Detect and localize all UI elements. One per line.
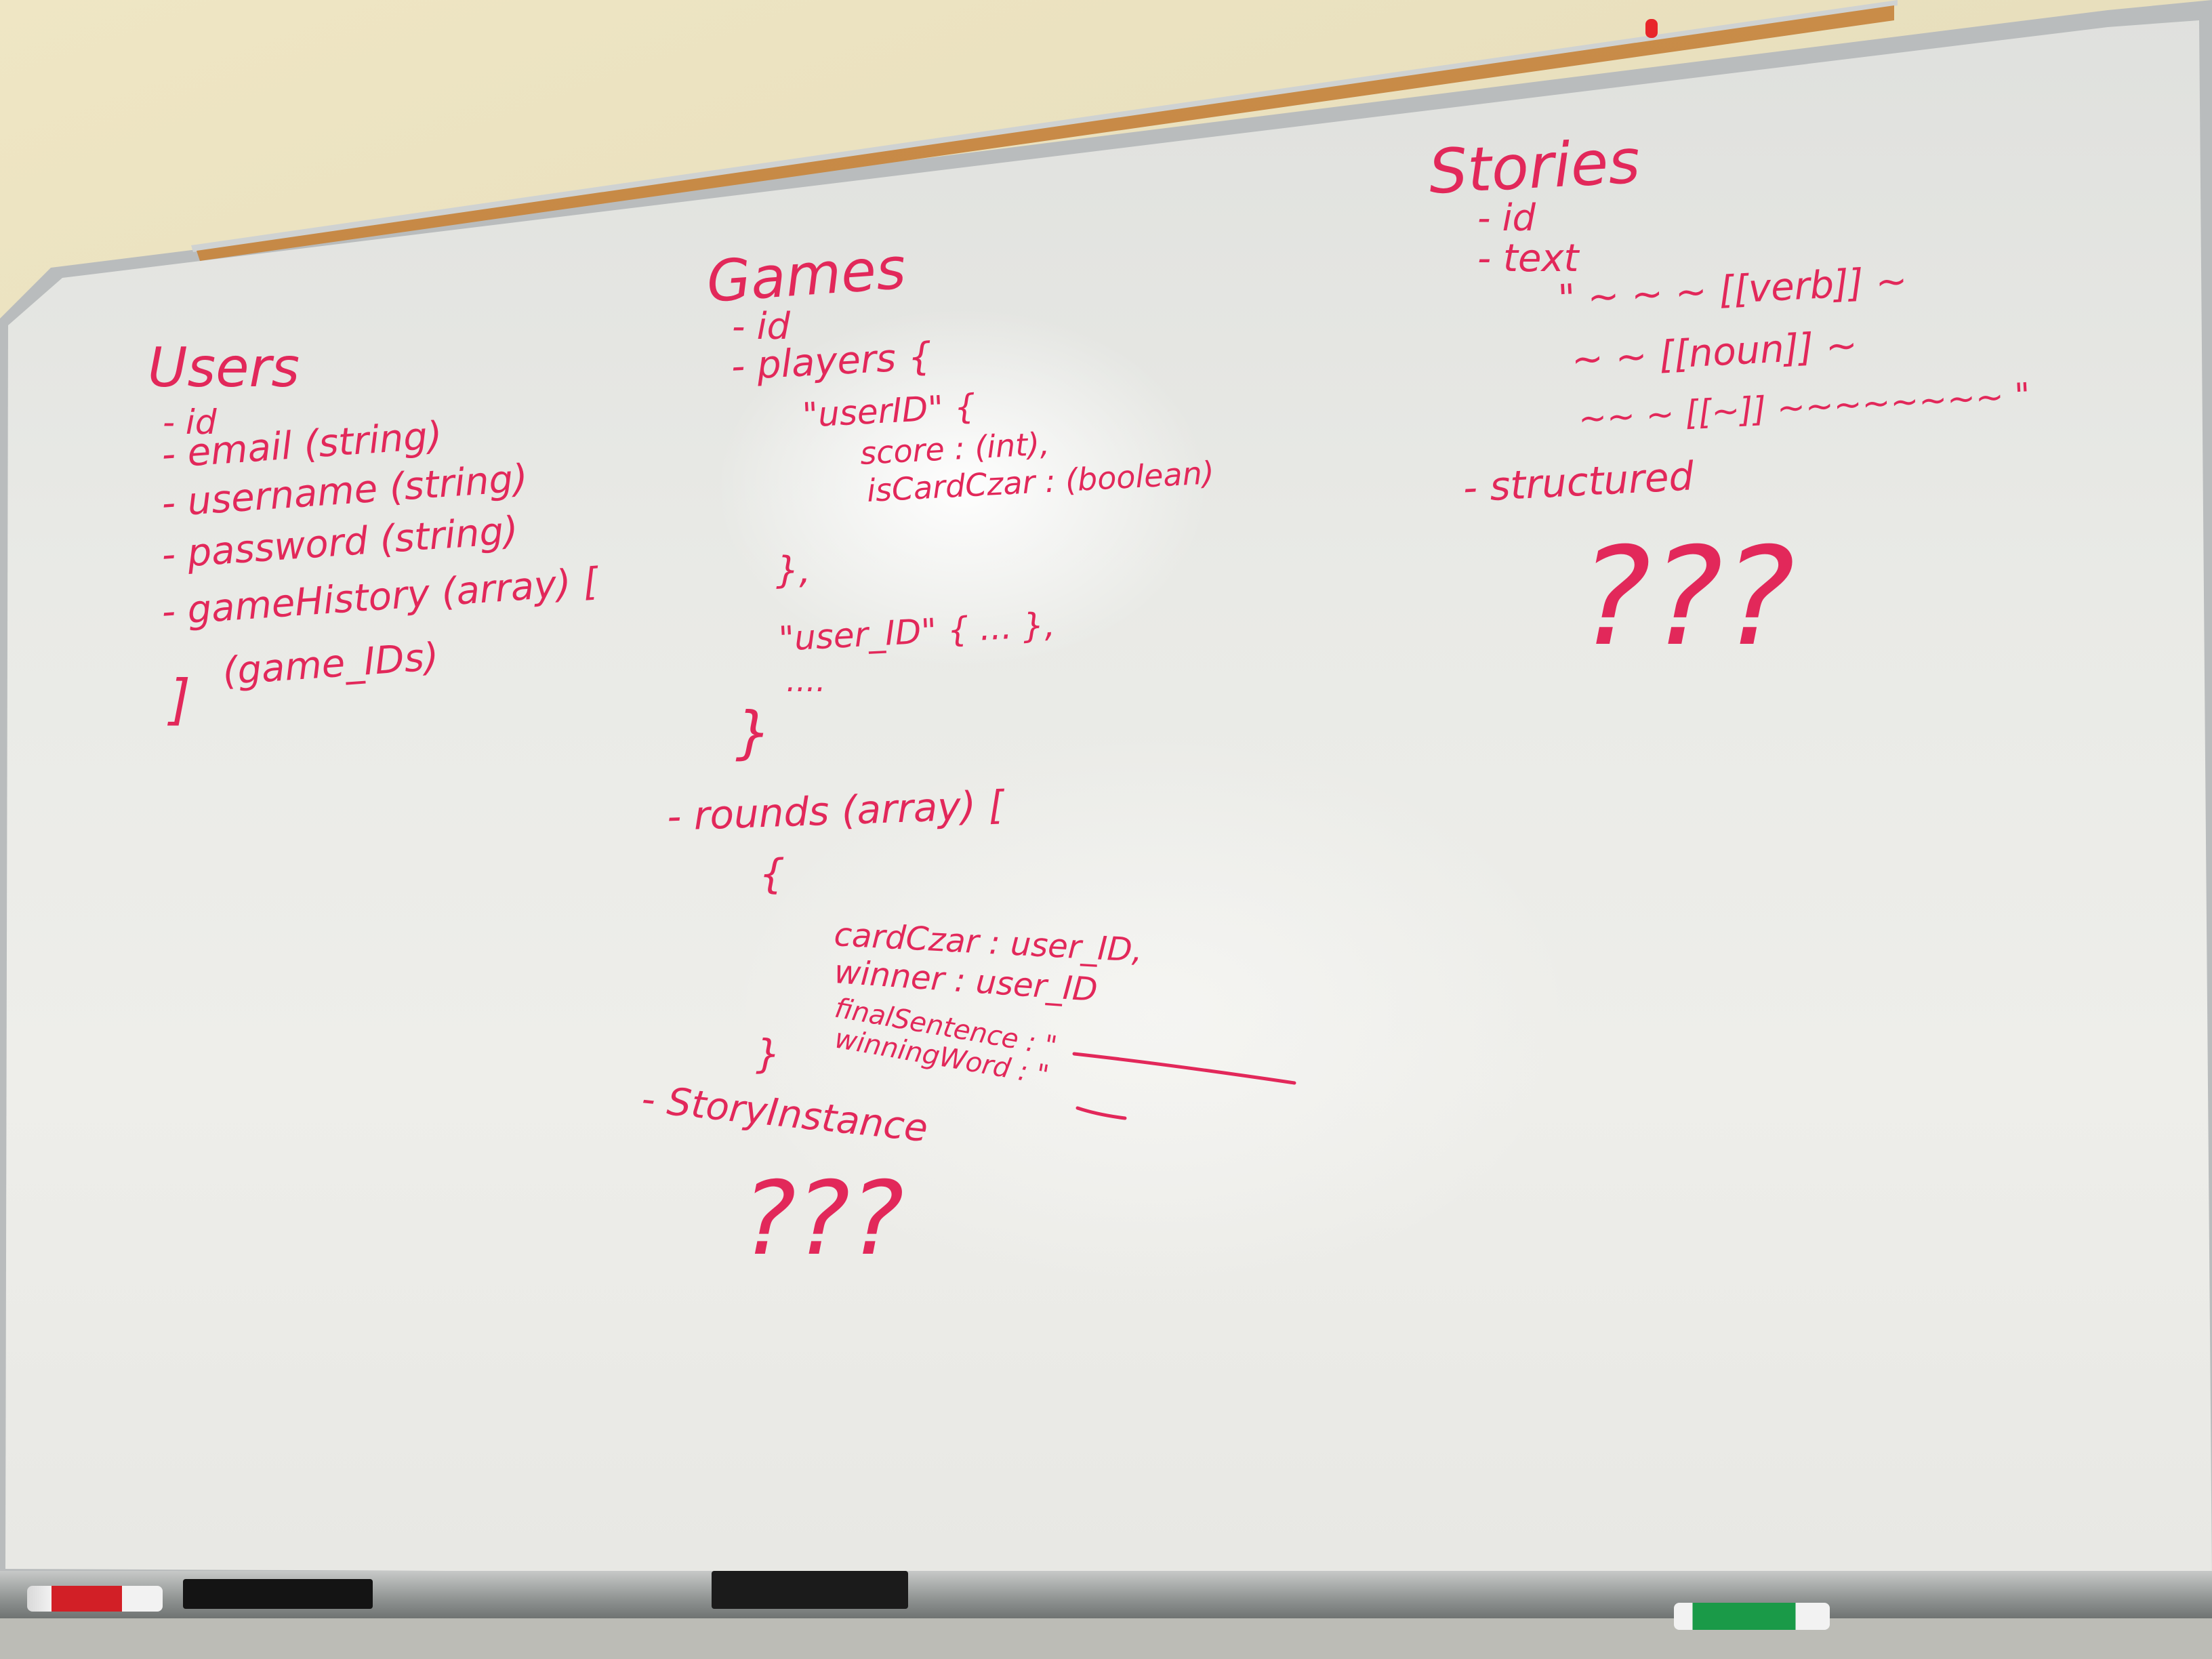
games-player-user-id-2: "user_ID" { ... }, — [778, 605, 1057, 659]
games-round-close: } — [756, 1031, 781, 1077]
winningword-blank-squiggle — [1076, 1106, 1127, 1120]
winningword-blank-line — [1072, 1052, 1296, 1085]
users-title: Users — [148, 336, 300, 399]
games-field-players: - players { — [730, 335, 933, 389]
red-marker — [27, 1586, 163, 1612]
eraser-center — [712, 1571, 908, 1609]
stories-title: Stories — [1427, 126, 1642, 208]
games-player-close: }, — [776, 549, 811, 592]
stories-text-line-2: ~ ~ [[noun]] ~ — [1570, 323, 1858, 382]
eraser-left — [183, 1579, 373, 1609]
games-player-userid: "userID" { — [802, 387, 977, 435]
tray-shadow — [0, 1618, 2212, 1659]
games-player-ellipsis: .... — [786, 662, 826, 699]
stories-text-line-1: " ~ ~ ~ [[verb]] ~ — [1557, 259, 1908, 321]
games-players-close: } — [735, 699, 771, 766]
users-field-game-ids: (game_IDs) — [221, 635, 440, 694]
stories-field-id: - id — [1477, 197, 1536, 239]
users-close-bracket: ] — [167, 668, 190, 731]
stories-field-structured: - structured — [1462, 453, 1696, 511]
stories-field-text: - text — [1477, 237, 1580, 281]
stories-question-marks: ??? — [1579, 518, 1795, 676]
games-field-rounds: - rounds (array) [ — [666, 782, 1006, 840]
users-field-id: - id — [163, 403, 217, 442]
games-title: Games — [705, 235, 908, 315]
games-round-open: { — [759, 851, 785, 898]
green-marker — [1674, 1603, 1830, 1630]
games-field-id: - id — [732, 305, 791, 348]
push-pin — [1645, 19, 1658, 38]
stories-text-line-3: ~~ ~ [[~]] ~~~~~~~~ " — [1578, 375, 2031, 438]
games-field-storyinstance: - StoryInstance — [640, 1077, 930, 1151]
games-question-marks: ??? — [742, 1160, 904, 1278]
